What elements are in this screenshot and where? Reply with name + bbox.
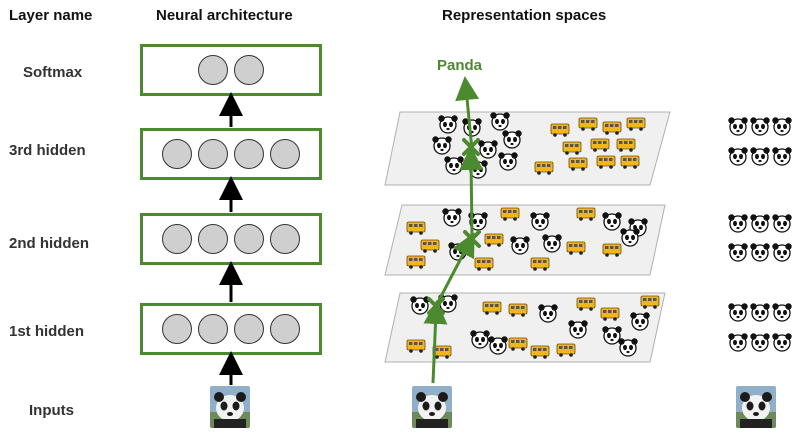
input-panda-photo-right: [736, 386, 776, 428]
representation-plane-1: [384, 292, 666, 363]
neuron: [198, 224, 228, 254]
softmax-layer-box: [140, 44, 322, 96]
neuron: [162, 224, 192, 254]
neuron: [234, 224, 264, 254]
neuron: [162, 139, 192, 169]
layer-label-3rd-hidden: 3rd hidden: [9, 142, 86, 159]
neuron: [234, 55, 264, 85]
neural-architecture-header: Neural architecture: [156, 7, 293, 24]
hidden-layer-1-box: [140, 303, 322, 355]
neuron: [198, 314, 228, 344]
representation-trajectory: [423, 76, 484, 384]
trajectory-x-markers: [427, 138, 481, 315]
neuron: [270, 139, 300, 169]
neuron: [162, 314, 192, 344]
neuron: [270, 224, 300, 254]
input-panda-photo-space: [412, 386, 452, 428]
layer-label-1st-hidden: 1st hidden: [9, 323, 85, 340]
layer-name-header: Layer name: [9, 7, 93, 24]
right-panda-group-2: [727, 213, 793, 262]
layer-label-2nd-hidden: 2nd hidden: [9, 235, 89, 252]
neuron: [270, 314, 300, 344]
input-panda-photo-arch: [210, 386, 250, 428]
neuron: [234, 314, 264, 344]
right-panda-group-1: [727, 302, 793, 352]
layer-label-softmax: Softmax: [23, 64, 83, 81]
prediction-label: Panda: [437, 57, 483, 74]
neuron: [234, 139, 264, 169]
neuron: [198, 55, 228, 85]
representation-spaces-header: Representation spaces: [442, 7, 607, 24]
right-panda-group-3: [727, 116, 793, 166]
layer-label-inputs: Inputs: [29, 402, 74, 419]
neuron: [198, 139, 228, 169]
